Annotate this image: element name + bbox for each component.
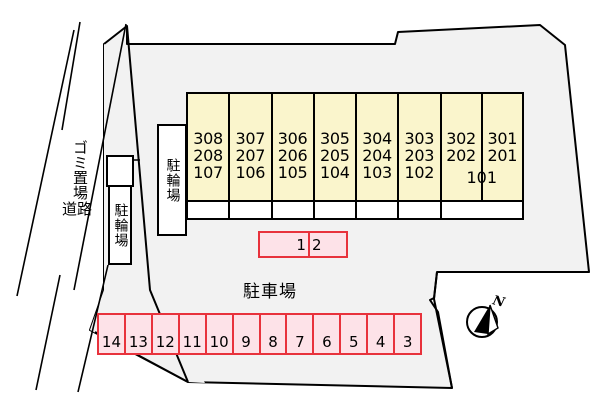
unit-column: 306 206 105 (272, 94, 315, 216)
compass-needle-dark (474, 305, 490, 334)
balcony-cell (399, 202, 442, 218)
unit-floor2-number: 202 (446, 145, 476, 165)
property-parcel-left-wedge (90, 44, 205, 383)
parking-stall: 11 (179, 315, 207, 353)
unit-column: 303 203 102 (399, 94, 442, 216)
unit-floor3-number: 308 (193, 128, 223, 148)
unit-floor2-number: 205 (320, 145, 350, 165)
unit-column: 307 207 106 (230, 94, 273, 216)
parking-stall: 8 (260, 315, 288, 353)
parking-stall: 9 (233, 315, 261, 353)
unit-column: 308 208 107 (188, 94, 231, 216)
balcony-cell (357, 202, 400, 218)
parking-stall: 12 (152, 315, 180, 353)
trash-area-box (106, 155, 134, 187)
unit-floor1-number: 102 (404, 162, 435, 182)
property-edge-bottom-right (433, 271, 453, 389)
balcony-cell (442, 202, 523, 218)
road-line-short (61, 21, 81, 131)
road-line-lower (35, 274, 61, 391)
unit-floor2-number: 206 (277, 145, 308, 165)
unit-column: 304 204 103 (357, 94, 400, 216)
balcony-cell (188, 202, 231, 218)
parking-lot-label: 駐車場 (243, 282, 297, 302)
bicycle-parking-box-a: 駐輪場 (108, 185, 132, 265)
parking-stall: 10 (206, 315, 234, 353)
parking-stall: 2 (309, 233, 346, 256)
parking-stall: 1 (260, 233, 310, 256)
unit-column: 302 202 (442, 94, 483, 216)
unit-column: 305 205 104 (314, 94, 357, 216)
unit-floor1-number-wide: 101 (466, 168, 498, 187)
unit-floor1-number: 106 (235, 162, 266, 182)
unit-floor2-number: 208 (193, 145, 223, 165)
unit-column-wide: 302 202 301 201 101 (441, 94, 522, 216)
road-line-outer (16, 29, 75, 297)
unit-floor3-number: 307 (235, 128, 266, 148)
road-line-inner (73, 23, 127, 291)
balcony-cell (315, 202, 357, 218)
unit-floor2-number: 207 (235, 145, 266, 165)
unit-floor1-number: 103 (362, 162, 392, 182)
parking-stall: 6 (314, 315, 342, 353)
road-label: 道路 (62, 200, 93, 218)
unit-floor3-number: 305 (320, 128, 350, 148)
parking-stall: 5 (341, 315, 369, 353)
parking-stall: 14 (99, 315, 126, 353)
trash-area-label: ゴミ置場 (71, 140, 89, 200)
unit-floor3-number: 302 (446, 128, 476, 148)
unit-floor1-number: 105 (277, 162, 308, 182)
parking-stall: 13 (125, 315, 153, 353)
balcony-cell (273, 202, 315, 218)
unit-floor3-number: 306 (277, 128, 308, 148)
unit-floor1-number: 104 (320, 162, 350, 182)
compass-north-label: N (490, 293, 507, 311)
parking-stall: 7 (287, 315, 315, 353)
unit-floor1-number: 107 (193, 162, 223, 182)
parking-stall-row-main: 14 13 12 11 10 9 8 7 6 5 4 3 (97, 313, 422, 355)
unit-floor2-number: 201 (487, 145, 518, 165)
bicycle-parking-box-b: 駐輪場 (157, 124, 187, 236)
compass-needle-light (487, 304, 499, 336)
compass-rose-icon: N (466, 293, 507, 338)
building-balcony-strip (186, 200, 524, 220)
road-line-lower-2 (77, 264, 109, 393)
parking-stall-row-upper: 1 2 (258, 231, 348, 258)
apartment-building: 308 208 107 307 207 106 306 206 105 305 … (186, 92, 524, 218)
unit-floor3-number: 303 (404, 128, 435, 148)
unit-floor3-number: 301 (487, 128, 518, 148)
parking-stall: 4 (368, 315, 396, 353)
parking-stall: 3 (395, 315, 421, 353)
unit-column: 301 201 (483, 94, 522, 216)
unit-floor3-number: 304 (362, 128, 392, 148)
unit-floor2-number: 204 (362, 145, 392, 165)
unit-floor2-number: 203 (404, 145, 435, 165)
balcony-cell (230, 202, 273, 218)
